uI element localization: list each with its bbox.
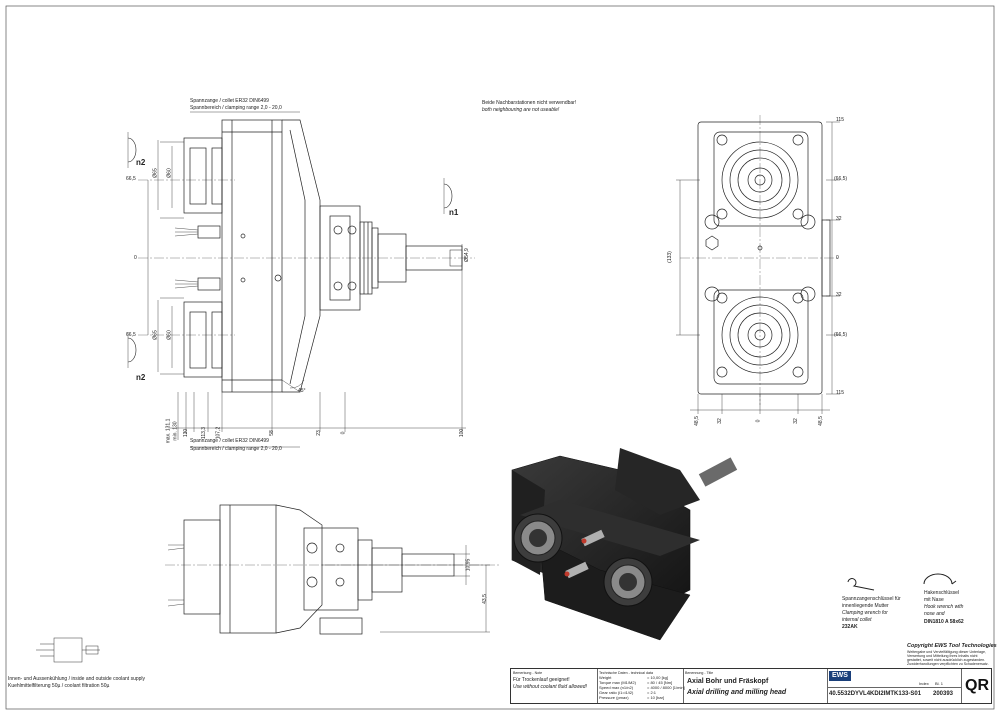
dim-58: 58 [268,430,275,436]
dim-0-bottom: 0 [340,431,347,435]
title-header: Benennung - Title [685,671,714,675]
tech-header: Technische Daten - technical data [599,671,653,675]
dim-23: 23 [315,430,322,436]
copyright-l2: Verwertung und Mitteilung ihres Inhalts … [907,654,978,658]
dim-angle-45: 45° [298,388,306,394]
qr-code: QR [961,669,992,703]
copyright-l1: Weitergabe und Vervielfältigung dieser U… [907,650,987,654]
dim-0-left: 0 [134,255,137,261]
dim-max-131-1: max. 131,1 [165,418,172,444]
side-dim-115-top: 115 [836,117,844,123]
dim-phi60-bottom: Ø60 [166,330,173,340]
title-block: Bemerkung - Note Für Trockenlauf geeigne… [510,668,992,704]
collet-note-bottom-2: Spannbereich / clamping range 2,0 - 20,0 [190,446,282,452]
wrench2-en2: nose and [924,611,945,617]
front-view [127,111,475,448]
wrench1-code: 232AK [842,624,858,630]
torque-value: = 80 / 45 [Nm] [647,680,673,685]
side-dim-66-5-top: (66,5) [834,176,848,182]
wrench2-en: Hook wrench with [924,604,964,610]
ident-cell: EWS Bl. 1 Index 40.5532DYVL4KDI2IMTK133-… [827,669,961,703]
dim-43-5: 43,5 [481,594,488,604]
wrench1-de2: innenliegende Mutter [842,603,889,609]
dim-100: 100 [459,428,466,438]
copyright-l3: gestattet, soweit nicht ausdrücklich zug… [907,658,986,662]
isometric-3d-view [511,448,738,641]
title-en: Axial drilling and milling head [687,689,787,696]
label-n1: n1 [449,208,459,217]
collet-note-top-2: Spannbereich / clamping range 2,0 - 20,0 [190,105,282,111]
pressure-label: Pressure (pmax) [599,695,629,700]
wrench1-en2: internal collet [842,617,872,623]
ratio-label: Gear ratio (i1=i1/i2) [599,690,634,695]
wrench2-code: DIN1810 A 58x62 [924,619,964,625]
side-view [676,115,840,414]
coolant-schematic [36,637,100,663]
side-dim-115-bottom: 115 [836,390,844,396]
coolant-line1: Innen- und Aussenkühlung / inside and ou… [8,676,146,682]
warning-note-en: both neighbouring are not useable! [482,107,560,113]
ratio-value: = 2:1 [647,690,657,695]
collet-note-bottom-1: Spannzange / collet ER32 DIN6499 [190,438,269,444]
copyright-title: Copyright EWS Tool Technologies [907,643,997,649]
copyright-l4: Zuwiderhandlungen verpflichten zu Schade… [907,662,989,666]
title-de: Axial Bohr und Fräskopf [687,678,769,685]
remark-header: Bemerkung - Note [513,671,543,675]
wrench2-de: Hakenschlüssel [924,590,960,596]
side-dim-32-right: 32 [792,418,799,424]
weight-label: Weight [599,675,612,680]
label-n2-top: n2 [136,158,146,167]
warning-note-de: Beide Nachbarstationen nicht verwendbar! [482,100,577,106]
dim-10-95: 10,95 [465,558,472,572]
sheet-label: Bl. 1 [935,681,944,686]
side-dim-133: (133) [666,251,673,263]
part-number: 40.5532DYVL4KDI2IMTK133-S01 [829,691,922,697]
clamping-wrench-icon [847,578,875,591]
remark-cell: Bemerkung - Note Für Trockenlauf geeigne… [511,669,598,703]
sheet-border [5,5,995,710]
side-dim-48-5-right: 48,5 [817,416,824,426]
weight-value: = 10,00 [kg] [647,675,669,680]
dim-phi65-bottom: Ø65 [152,330,159,340]
dim-shaft-diameter: Ø54,9 [463,248,470,262]
ident-divider [827,687,961,688]
speed-label: Speed max (n1/n2) [599,685,634,690]
collet-note-top-1: Spannzange / collet ER32 DIN6499 [190,98,269,104]
remark-line2: Use without coolant fluid allowed! [513,684,587,690]
ews-logo: EWS [829,671,851,681]
dim-phi60-top: Ø60 [166,168,173,178]
dim-phi65-top: Ø65 [152,168,159,178]
dim-130: 130 [183,428,190,438]
speed-value: = 4000 / 8000 [1/min] [647,685,685,690]
index-label: Index [919,681,929,686]
side-dim-32-left: 32 [716,418,723,424]
wrench1-de: Spannzangenschlüssel für [842,596,901,602]
wrench2-de2: mit Nase [924,597,944,603]
label-n2-bottom: n2 [136,373,146,382]
wrench-icons [847,573,957,591]
side-dim-66-5-bottom: (66,5) [834,332,848,338]
hook-wrench-icon [923,573,957,585]
dim-66-5-top: 66,5 [126,176,136,182]
technical-data-cell: Technische Daten - technical data Weight… [597,669,685,703]
side-dim-0-bottom: 0 [755,419,762,423]
title-cell: Benennung - Title Axial Bohr und Fräskop… [683,669,828,703]
drawing-number: 200393 [933,691,954,697]
pressure-value: = 10 [bar] [647,695,665,700]
remark-line1: Für Trockenlauf geeignet! [513,677,570,683]
dim-113-3: 113,3 [201,426,208,440]
bottom-view [165,504,500,635]
side-dim-0: 0 [836,255,839,261]
dim-min-130: min. 130 [172,421,179,441]
side-dim-32-bottom: 32 [836,292,842,298]
dim-107-2: 107,2 [215,426,222,440]
coolant-line2: Kuehlmittelfilterung 50µ / coolant filtr… [8,683,110,689]
dim-66-5-bottom: 66,5 [126,332,136,338]
torque-label: Torque max (M1/M2) [599,680,636,685]
side-dim-48-5-left: 48,5 [693,416,700,426]
wrench1-en: Clamping wrench for [842,610,888,616]
side-dim-32-top: 32 [836,216,842,222]
